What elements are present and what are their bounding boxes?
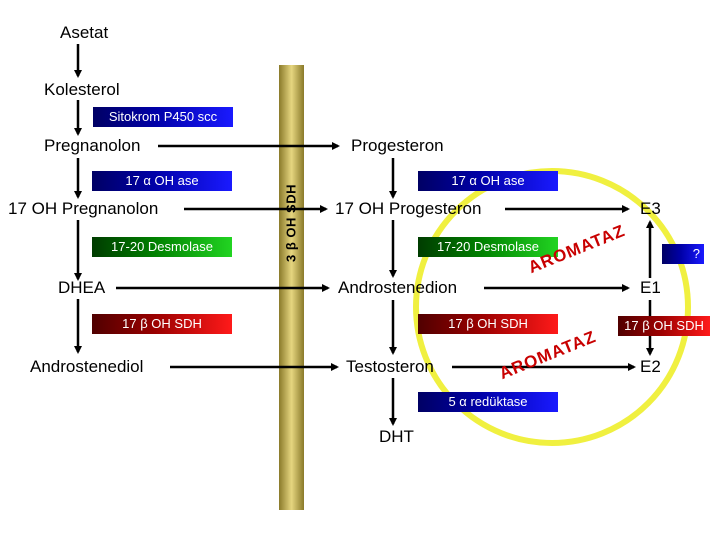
enzyme-sitokrom: Sitokrom P450 scc bbox=[93, 107, 233, 127]
enzyme-sdh-mid: 17 β OH SDH bbox=[418, 314, 558, 334]
node-dhea: DHEA bbox=[58, 278, 106, 297]
node-testosteron: Testosteron bbox=[346, 357, 434, 376]
enzyme-oh-ase-left: 17 α OH ase bbox=[92, 171, 232, 191]
node-oh-pregnanolon: 17 OH Pregnanolon bbox=[8, 199, 159, 218]
node-e3: E3 bbox=[640, 199, 661, 218]
node-oh-progesteron: 17 OH Progesteron bbox=[335, 199, 482, 218]
node-e2: E2 bbox=[640, 357, 661, 376]
enzyme-desmolase-left: 17-20 Desmolase bbox=[92, 237, 232, 257]
node-kolesterol: Kolesterol bbox=[44, 80, 120, 99]
enzyme-oh-ase-right: 17 α OH ase bbox=[418, 171, 558, 191]
enzyme-sdh-right: 17 β OH SDH bbox=[618, 316, 710, 336]
enzyme-desmolase-right: 17-20 Desmolase bbox=[418, 237, 558, 257]
node-androstenedion: Androstenedion bbox=[338, 278, 458, 297]
enzyme-reductase: 5 α redüktase bbox=[418, 392, 558, 412]
unknown-enzyme: ? bbox=[662, 244, 704, 264]
node-dht: DHT bbox=[379, 427, 414, 446]
node-progesteron: Progesteron bbox=[351, 136, 444, 155]
enzyme-sdh-left: 17 β OH SDH bbox=[92, 314, 232, 334]
node-androstenediol: Androstenediol bbox=[30, 357, 144, 376]
node-asetat: Asetat bbox=[60, 23, 109, 42]
node-pregnanolon: Pregnanolon bbox=[44, 136, 141, 155]
node-e1: E1 bbox=[640, 278, 661, 297]
